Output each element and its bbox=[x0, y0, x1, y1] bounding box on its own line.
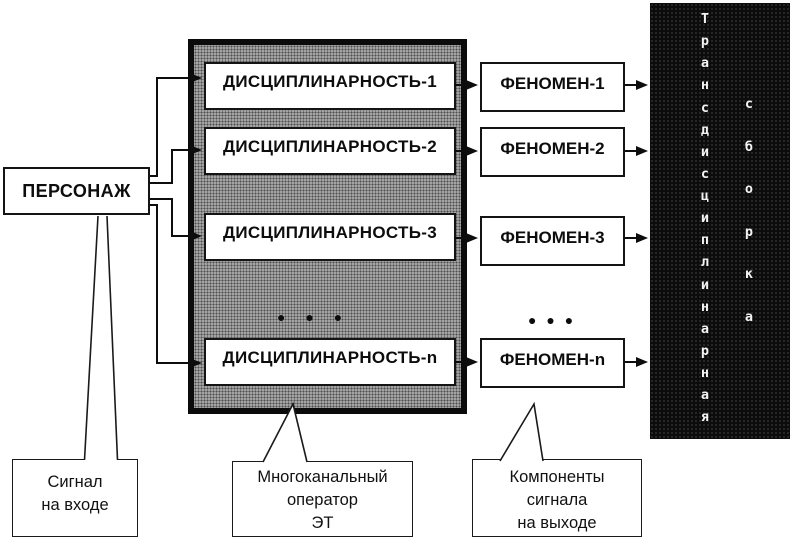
discipline-box-2: ДИСЦИПЛИНАРНОСТЬ-2 bbox=[204, 127, 456, 175]
phenomenon-box-2: ФЕНОМЕН-2 bbox=[480, 127, 625, 177]
callout-output-line-3: на выходе bbox=[517, 514, 597, 532]
callout-output-components: Компоненты сигнала на выходе bbox=[472, 459, 642, 537]
connector-persona-dn bbox=[150, 204, 202, 368]
callout-output-line-2: сигнала bbox=[526, 491, 588, 509]
connector-persona-d1 bbox=[150, 73, 202, 177]
discipline-box-3: ДИСЦИПЛИНАРНОСТЬ-3 bbox=[204, 213, 456, 261]
callout-input-signal: Сигнал на входе bbox=[12, 459, 138, 537]
disciplines-ellipsis: ● ● ● bbox=[277, 309, 351, 325]
phenomenon-box-1: ФЕНОМЕН-1 bbox=[480, 62, 625, 112]
callout-input-line-2: на входе bbox=[41, 496, 109, 514]
callout-operator-line-3: ЭТ bbox=[311, 514, 334, 532]
tail-input-fill bbox=[84, 216, 118, 462]
phenomena-ellipsis: ● ● ● bbox=[528, 312, 577, 328]
discipline-box-n: ДИСЦИПЛИНАРНОСТЬ-n bbox=[204, 338, 456, 386]
callout-multichannel-operator: Многоканальный оператор ЭТ bbox=[232, 461, 413, 537]
callout-operator-line-2: оператор bbox=[286, 491, 358, 509]
callout-output-line-1: Компоненты bbox=[509, 468, 605, 486]
callout-operator-line-1: Многоканальный bbox=[257, 468, 388, 486]
assembly-box bbox=[650, 3, 790, 439]
persona-to-discipline-connectors bbox=[150, 73, 202, 368]
phenomenon-box-n: ФЕНОМЕН-n bbox=[480, 338, 625, 388]
tail-output-fill bbox=[500, 404, 543, 462]
tail-output-stroke bbox=[499, 401, 544, 462]
persona-box: ПЕРСОНАЖ bbox=[3, 167, 150, 215]
connector-persona-d3 bbox=[150, 198, 202, 241]
connector-persona-d2 bbox=[150, 145, 202, 184]
callout-input-line-1: Сигнал bbox=[47, 473, 103, 491]
phenomenon-box-3: ФЕНОМЕН-3 bbox=[480, 216, 625, 266]
discipline-box-1: ДИСЦИПЛИНАРНОСТЬ-1 bbox=[204, 62, 456, 110]
phenomenon-to-assembly-arrows bbox=[625, 80, 648, 367]
tail-input-stroke bbox=[83, 215, 119, 461]
